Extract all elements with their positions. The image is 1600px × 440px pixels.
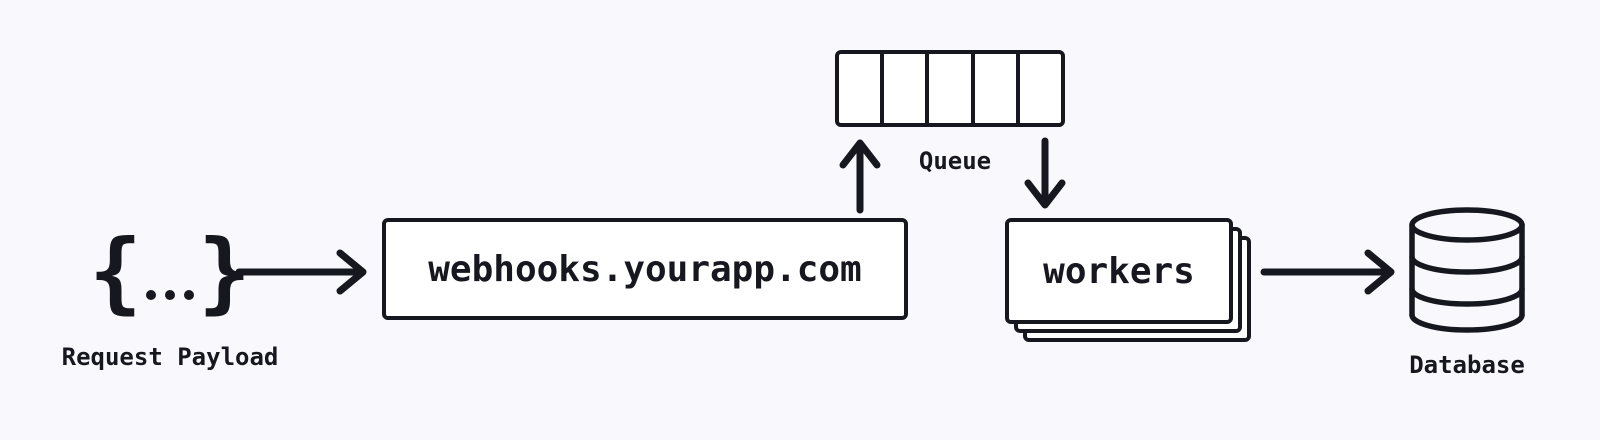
database-icon (1409, 207, 1525, 333)
workers-label: workers (1043, 250, 1195, 292)
ellipsis-dots (146, 290, 194, 300)
arrow-queue-to-workers-icon (1024, 137, 1066, 209)
arrow-payload-to-webhooks-icon (235, 249, 367, 295)
queue-cell (925, 54, 970, 123)
workers-node: workers (1005, 218, 1255, 346)
workers-stack-layer-1: workers (1005, 218, 1233, 324)
queue-cell (839, 54, 880, 123)
request-payload-label: Request Payload (61, 343, 279, 371)
queue-label: Queue (918, 147, 992, 175)
queue-cell (970, 54, 1016, 123)
webhooks-label: webhooks.yourapp.com (428, 248, 862, 290)
queue-node (835, 50, 1065, 127)
request-payload-node: { } (89, 224, 251, 320)
brace-left: { (89, 220, 142, 323)
database-label: Database (1409, 351, 1525, 379)
queue-cell (1015, 54, 1061, 123)
arrow-webhooks-to-queue-icon (839, 139, 881, 214)
queue-cell (880, 54, 925, 123)
arrow-workers-to-database-icon (1260, 249, 1395, 295)
webhooks-node: webhooks.yourapp.com (382, 218, 908, 320)
